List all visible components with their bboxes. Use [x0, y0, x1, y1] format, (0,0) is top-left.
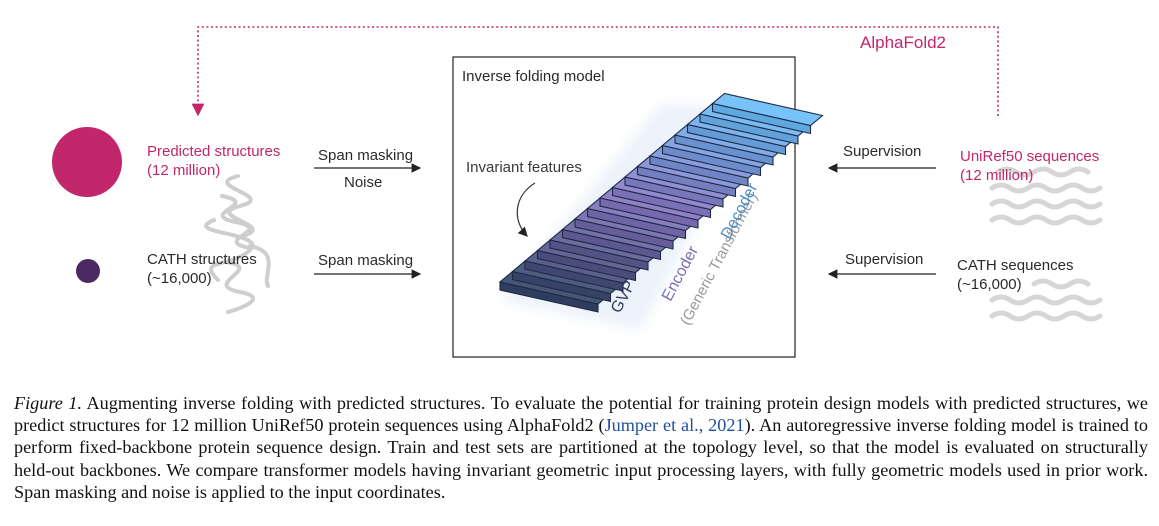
uniref-sequences-count: (12 million)	[960, 167, 1034, 184]
figure-diagram	[52, 26, 1103, 358]
invariant-features-arrow	[516, 182, 536, 237]
span-masking-label-1: Span masking	[318, 147, 414, 164]
model-box-title: Inverse folding model	[462, 68, 605, 85]
caption-text-2: ). An autoregressive inverse folding mod…	[14, 415, 1148, 502]
caption-citation-link[interactable]: Jumper et al., 2021	[604, 415, 745, 436]
layer-stack	[498, 92, 824, 313]
alphafold-label: AlphaFold2	[860, 33, 947, 52]
cath-sequences-title: CATH sequences	[957, 257, 1074, 274]
cath-structures-count: (~16,000)	[147, 270, 212, 287]
cath-structure-circle	[76, 259, 100, 283]
supervision-label-1: Supervision	[843, 143, 922, 160]
cath-sequences-count: (~16,000)	[957, 276, 1022, 293]
alphafold-feedback-arrow	[191, 26, 999, 117]
invariant-features-label: Invariant features	[466, 159, 582, 176]
predicted-structures-count: (12 million)	[147, 162, 221, 179]
predicted-structure-circle	[52, 127, 122, 197]
protein-ribbon-icon	[204, 174, 271, 314]
supervision-label-2: Supervision	[845, 251, 924, 268]
figure-caption: Figure 1. Augmenting inverse folding wit…	[14, 392, 1148, 503]
caption-text-1: Augmenting inverse folding with predicte…	[14, 393, 1148, 436]
span-masking-label-2: Span masking	[318, 252, 414, 269]
layer-block-top	[711, 92, 824, 127]
predicted-structures-title: Predicted structures	[147, 143, 281, 160]
uniref-sequences-title: UniRef50 sequences	[960, 148, 1100, 165]
cath-structures-title: CATH structures	[147, 251, 257, 268]
caption-figure-label: Figure 1.	[14, 393, 82, 413]
noise-label: Noise	[344, 174, 383, 191]
sequence-wave-icon	[989, 166, 1103, 322]
